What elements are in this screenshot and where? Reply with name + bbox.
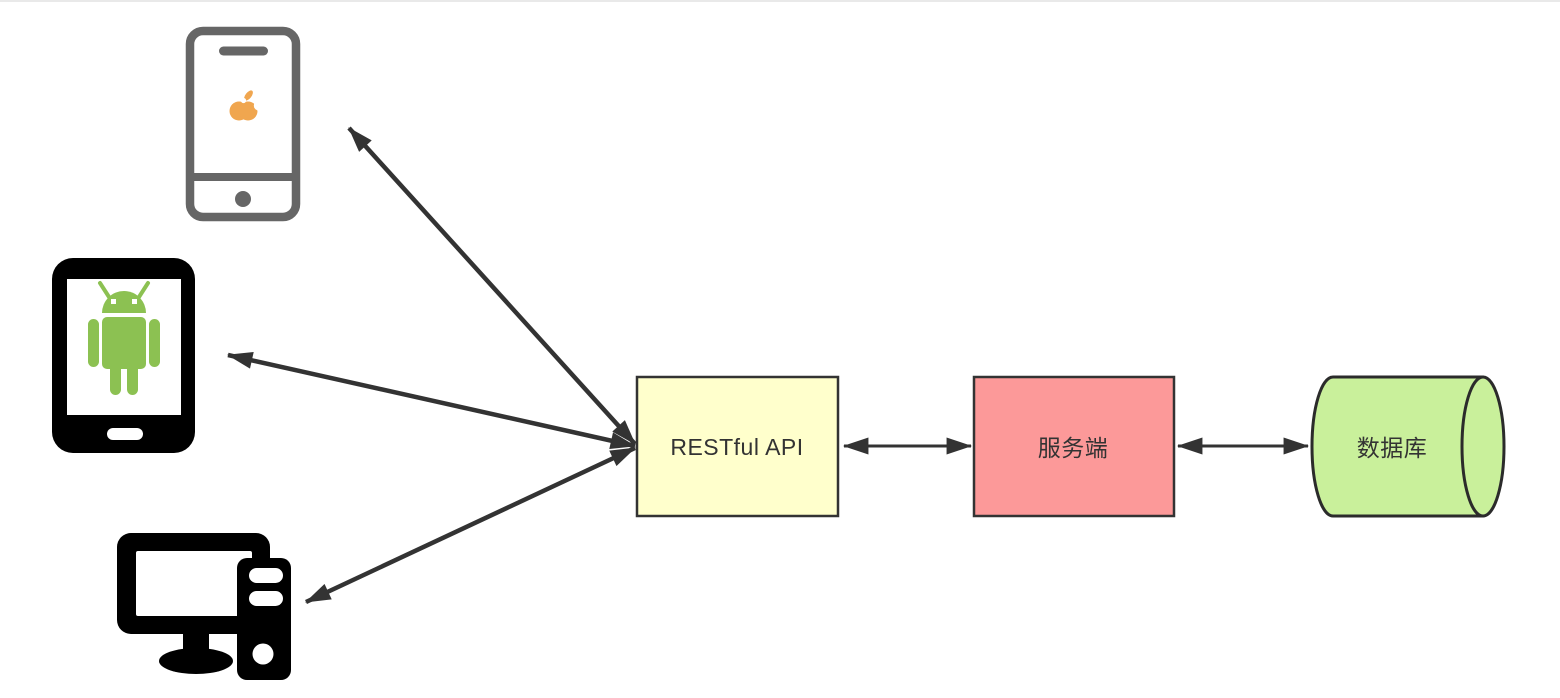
android-tablet-icon (52, 258, 195, 453)
iphone-home-button (235, 191, 251, 207)
tablet-home-button (107, 428, 143, 440)
monitor-base (159, 648, 233, 674)
tower-case (237, 558, 291, 680)
restful-api-label: RESTful API (670, 434, 803, 460)
apple-logo-icon (229, 90, 265, 121)
server-box (972, 375, 1176, 518)
database-body (1310, 375, 1485, 518)
desktop-computer-icon (117, 533, 291, 680)
iphone-body (185, 26, 301, 222)
tower-slot-2 (249, 591, 283, 606)
edge-desktop-to-api (305, 445, 636, 605)
server-label: 服务端 (1038, 435, 1109, 461)
edge-android-to-api (226, 352, 637, 449)
iphone-speaker (219, 46, 268, 56)
monitor-screen (136, 551, 252, 616)
edge-iphone-to-api (347, 126, 637, 446)
database-label: 数据库 (1357, 435, 1428, 461)
iphone-divider (187, 173, 299, 181)
iphone-icon (185, 26, 301, 222)
restful-api-box (635, 375, 840, 518)
edges (226, 126, 1310, 605)
node-server: 服务端 (972, 375, 1176, 518)
android-robot-icon (88, 281, 160, 395)
tower-power-button (252, 643, 274, 665)
node-database: 数据库 (1310, 375, 1506, 518)
node-restful-api: RESTful API (635, 375, 840, 518)
database-face (1460, 375, 1506, 518)
tower-slot-1 (249, 568, 283, 583)
